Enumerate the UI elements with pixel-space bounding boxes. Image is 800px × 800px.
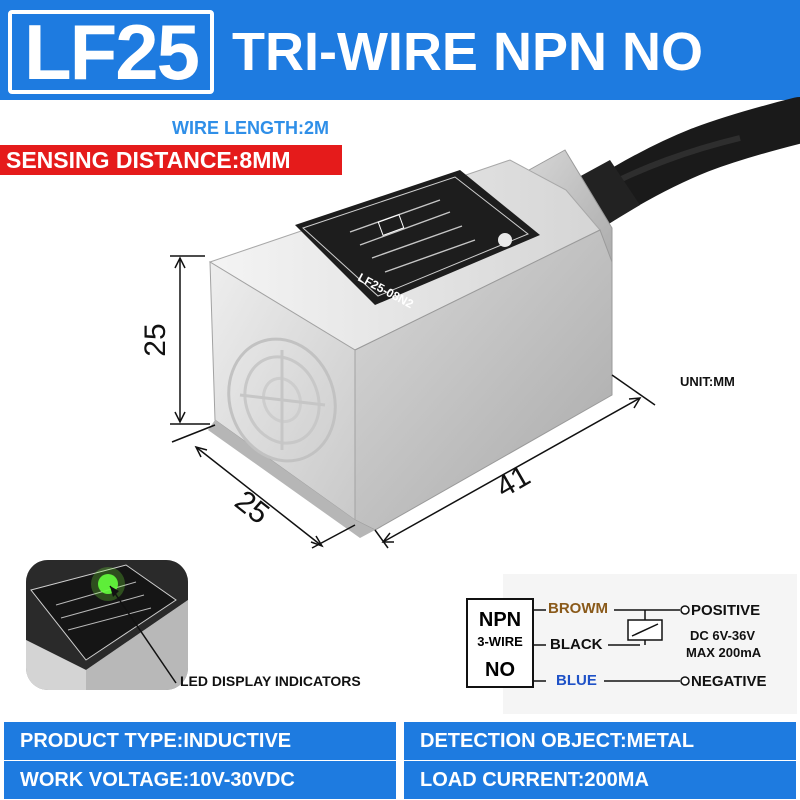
supply-current-label: MAX 200mA: [686, 645, 762, 660]
npn-type-box: NPN 3-WIRE NO: [466, 598, 534, 688]
dimension-height-value: 25: [139, 323, 172, 356]
led-inset-image: [26, 560, 188, 690]
wire-black-label: BLACK: [550, 636, 603, 653]
wire-length-label: WIRE LENGTH:2M: [172, 118, 329, 138]
sensing-distance-banner: SENSING DISTANCE:8MM: [0, 145, 342, 175]
spec-load-current: LOAD CURRENT:200MA: [404, 761, 796, 799]
npn-type-line2: 3-WIRE: [477, 634, 523, 649]
product-title: TRI-WIRE NPN NO: [232, 22, 703, 82]
led-indicator-caption: LED DISPLAY INDICATORS: [180, 673, 361, 689]
spec-footer: PRODUCT TYPE:INDUCTIVE DETECTION OBJECT:…: [0, 715, 800, 800]
dimension-length: [374, 374, 656, 549]
spec-detection-object: DETECTION OBJECT:METAL: [404, 722, 796, 760]
wire-blue-label: BLUE: [556, 672, 597, 689]
sensing-face-icon: [227, 337, 337, 463]
unit-label: UNIT:MM: [680, 374, 735, 389]
header-banner: LF25 TRI-WIRE NPN NO: [0, 0, 800, 100]
model-title: LF25: [8, 10, 214, 94]
terminal-negative-label: NEGATIVE: [691, 673, 767, 690]
supply-voltage-label: DC 6V-36V: [690, 628, 756, 643]
dimension-width: [171, 424, 356, 549]
spec-work-voltage: WORK VOLTAGE:10V-30VDC: [4, 761, 396, 799]
wire-brown-label: BROWM: [548, 600, 608, 617]
npn-type-line3: NO: [485, 659, 515, 681]
label-plate: LF25-08N2: [295, 170, 540, 311]
terminal-positive-label: POSITIVE: [691, 602, 761, 619]
spec-product-type: PRODUCT TYPE:INDUCTIVE: [4, 722, 396, 760]
dimension-height: [170, 255, 210, 425]
npn-type-line1: NPN: [478, 609, 522, 631]
wiring-diagram-panel: [503, 574, 797, 714]
sensor-illustration: LF25-08N2 25 25 41: [139, 97, 800, 549]
